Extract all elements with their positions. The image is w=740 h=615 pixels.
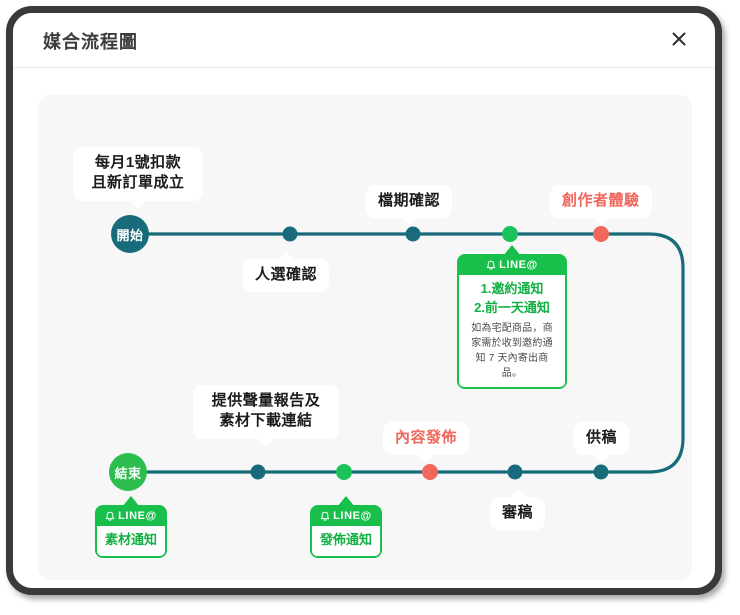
line-card-header-text: LINE@ bbox=[499, 259, 538, 271]
start-node-label[interactable]: 開始 bbox=[116, 227, 144, 243]
bell-icon bbox=[105, 511, 115, 521]
node-bottom-3 bbox=[422, 464, 438, 480]
bell-icon bbox=[486, 260, 496, 270]
start-node-circle bbox=[111, 215, 149, 253]
node-bottom-5 bbox=[593, 464, 609, 480]
label-creator-experience-text: 創作者體驗 bbox=[562, 192, 640, 209]
label-content-publish: 內容發佈 bbox=[383, 422, 470, 464]
label-monthly-charge-line2: 且新訂單成立 bbox=[91, 174, 185, 192]
line-card-header: LINE@ bbox=[312, 507, 380, 526]
line-card-note: 如為宅配商品，商家需於收到邀約通知 7 天內寄出商品。 bbox=[471, 322, 553, 379]
node-bottom-2 bbox=[336, 464, 352, 480]
close-icon[interactable] bbox=[665, 25, 693, 53]
line-card-main-1: 1.邀約通知 bbox=[480, 281, 544, 296]
label-submit-draft: 供稿 bbox=[574, 422, 630, 464]
bubble-tail bbox=[258, 437, 274, 447]
bubble-tail bbox=[278, 251, 294, 260]
label-schedule-confirm-text: 檔期確認 bbox=[378, 192, 441, 209]
line-card-header: LINE@ bbox=[459, 256, 565, 275]
label-report-line2: 素材下載連結 bbox=[219, 412, 313, 430]
card-tail bbox=[337, 496, 355, 507]
flow-chart-modal: 媒合流程圖 bbox=[13, 13, 715, 588]
label-monthly-charge: 每月1號扣款 且新訂單成立 bbox=[73, 147, 203, 209]
node-top-4 bbox=[593, 226, 609, 242]
line-card-main-1: 發佈通知 bbox=[320, 532, 373, 547]
label-schedule-confirm: 檔期確認 bbox=[366, 185, 453, 227]
line-card-header-text: LINE@ bbox=[333, 510, 372, 522]
line-card-asset[interactable]: LINE@ 素材通知 bbox=[95, 496, 167, 558]
line-card-main-1: 素材通知 bbox=[105, 532, 158, 547]
node-bottom-1 bbox=[250, 464, 266, 480]
line-card-body: 發佈通知 bbox=[312, 526, 380, 556]
node-top-1 bbox=[282, 226, 298, 242]
flow-path bbox=[146, 232, 685, 474]
label-creator-experience: 創作者體驗 bbox=[550, 185, 652, 227]
node-top-2 bbox=[405, 226, 421, 242]
card-tail bbox=[503, 245, 521, 256]
bubble-tail bbox=[592, 217, 609, 227]
modal-header: 媒合流程圖 bbox=[13, 13, 715, 68]
label-submit-draft-text: 供稿 bbox=[586, 429, 618, 446]
bubble-tail bbox=[418, 454, 434, 464]
line-card-main-2: 2.前一天通知 bbox=[474, 299, 550, 315]
label-review-draft-text: 審稿 bbox=[502, 504, 534, 521]
bubble-tail bbox=[509, 489, 526, 498]
label-candidate-confirm: 人選確認 bbox=[243, 251, 330, 293]
line-card-header-text: LINE@ bbox=[118, 510, 157, 522]
label-content-publish-text: 內容發佈 bbox=[395, 429, 458, 446]
label-monthly-charge-line1: 每月1號扣款 bbox=[94, 154, 182, 171]
line-card-header: LINE@ bbox=[97, 507, 165, 526]
bell-icon bbox=[320, 511, 330, 521]
bubble-tail bbox=[130, 199, 146, 209]
bubble-tail bbox=[401, 217, 417, 227]
label-candidate-confirm-text: 人選確認 bbox=[255, 266, 318, 283]
end-node-label[interactable]: 結束 bbox=[114, 465, 142, 481]
label-report-line1: 提供聲量報告及 bbox=[211, 392, 321, 409]
label-review-draft: 審稿 bbox=[490, 489, 546, 531]
line-card-body: 1.邀約通知 2.前一天通知 如為宅配商品，商家需於收到邀約通知 7 天內寄出商… bbox=[459, 275, 565, 387]
line-card-publish[interactable]: LINE@ 發佈通知 bbox=[310, 496, 382, 558]
flow-overlay: 開始 結束 每月1號扣款 且新訂單成立 人選確認 檔期確認 bbox=[38, 95, 692, 580]
device-frame: 媒合流程圖 bbox=[6, 6, 722, 595]
end-node-circle bbox=[109, 453, 147, 491]
flow-diagram-canvas bbox=[109, 215, 685, 491]
flow-chart-panel: 開始 結束 每月1號扣款 且新訂單成立 人選確認 檔期確認 bbox=[38, 95, 692, 580]
line-card-invite[interactable]: LINE@ 1.邀約通知 2.前一天通知 如為宅配商品，商家需於收到邀約通知 7… bbox=[457, 245, 567, 389]
node-top-3 bbox=[502, 226, 518, 242]
page-title: 媒合流程圖 bbox=[43, 32, 138, 52]
line-card-body: 素材通知 bbox=[97, 526, 165, 556]
node-bottom-4 bbox=[507, 464, 523, 480]
bubble-tail bbox=[593, 454, 610, 464]
card-tail bbox=[122, 496, 140, 507]
label-report-download: 提供聲量報告及 素材下載連結 bbox=[193, 385, 339, 447]
